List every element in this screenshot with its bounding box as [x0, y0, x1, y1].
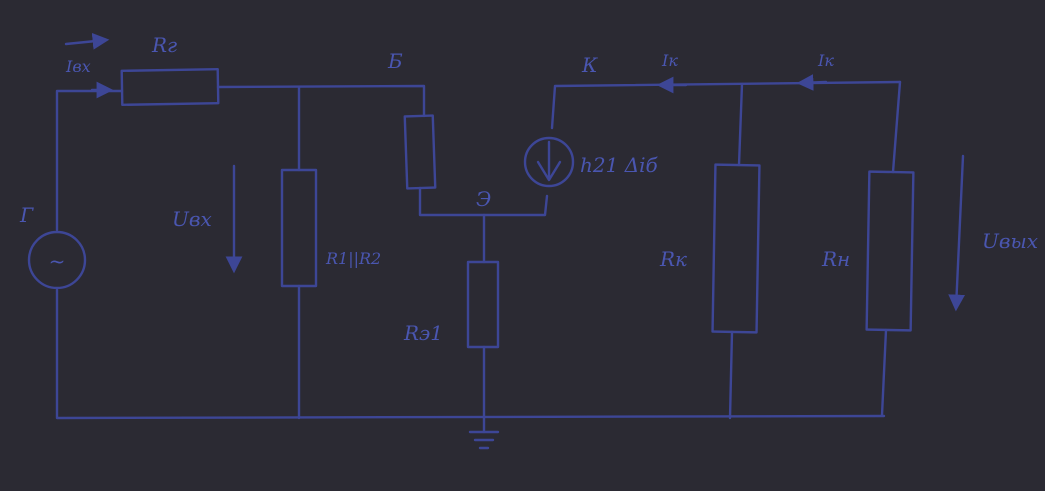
- component-base-resistor: [403, 114, 437, 190]
- wire-top-rg-to-base: [216, 84, 426, 118]
- wire-top-right: [550, 80, 902, 130]
- ground-symbol: [468, 430, 500, 450]
- u-out-label: Uвых: [982, 229, 1038, 253]
- rn-label: Rн: [821, 247, 850, 271]
- wires: [55, 80, 902, 434]
- component-r-parallel: [280, 168, 318, 288]
- wire-rn-bottom: [880, 328, 888, 417]
- component-rk: [711, 163, 761, 334]
- rg-label: Rг: [151, 33, 177, 57]
- current-source-arrow: [536, 140, 562, 182]
- resistor-base: [403, 114, 437, 190]
- wire-rk-top: [737, 82, 744, 167]
- ik2-label: Iк: [817, 51, 834, 70]
- u-in-label: Uвх: [172, 207, 212, 231]
- arrows: [64, 32, 966, 312]
- resistor-rn: [865, 170, 915, 332]
- wire-base-to-emitter: [418, 186, 549, 217]
- resistor-re1: [466, 260, 500, 349]
- wire-bottom: [55, 288, 886, 420]
- wire-rn-top: [891, 80, 902, 174]
- i-in-label: Iвх: [65, 57, 91, 76]
- current-source-circle: [523, 136, 575, 188]
- labels: Г Rг Iвх Uвх R1||R2 Б Э Rэ1 К h21 Δiб Iк…: [19, 33, 1038, 345]
- wire-top-left: [55, 89, 124, 232]
- wire-rk-bottom: [728, 330, 734, 420]
- node-b-label: Б: [387, 49, 403, 73]
- current-source-label: h21 Δiб: [580, 153, 659, 177]
- ac-source-symbol: ~: [49, 249, 66, 273]
- resistor-r1-r2: [280, 168, 318, 288]
- source-label: Г: [19, 203, 34, 227]
- u-out-arrow: [948, 154, 966, 312]
- resistor-rk: [711, 163, 761, 334]
- component-re1: [466, 260, 500, 349]
- i-in-arrow: [64, 32, 110, 50]
- ik2-arrow: [796, 74, 828, 91]
- re1-label: Rэ1: [403, 321, 443, 345]
- rk-label: Rк: [659, 247, 687, 271]
- ik1-label: Iк: [661, 51, 678, 70]
- component-source: ~: [27, 230, 87, 290]
- ac-source-circle: [27, 230, 87, 290]
- component-current-source: [523, 136, 575, 188]
- node-e-label: Э: [476, 187, 491, 211]
- r1-r2-label: R1||R2: [325, 249, 381, 268]
- ground-icon: [468, 430, 500, 450]
- component-rn: [865, 170, 915, 332]
- node-k-label: К: [581, 53, 598, 77]
- resistor-rg: [120, 67, 220, 107]
- component-rg: [120, 67, 220, 107]
